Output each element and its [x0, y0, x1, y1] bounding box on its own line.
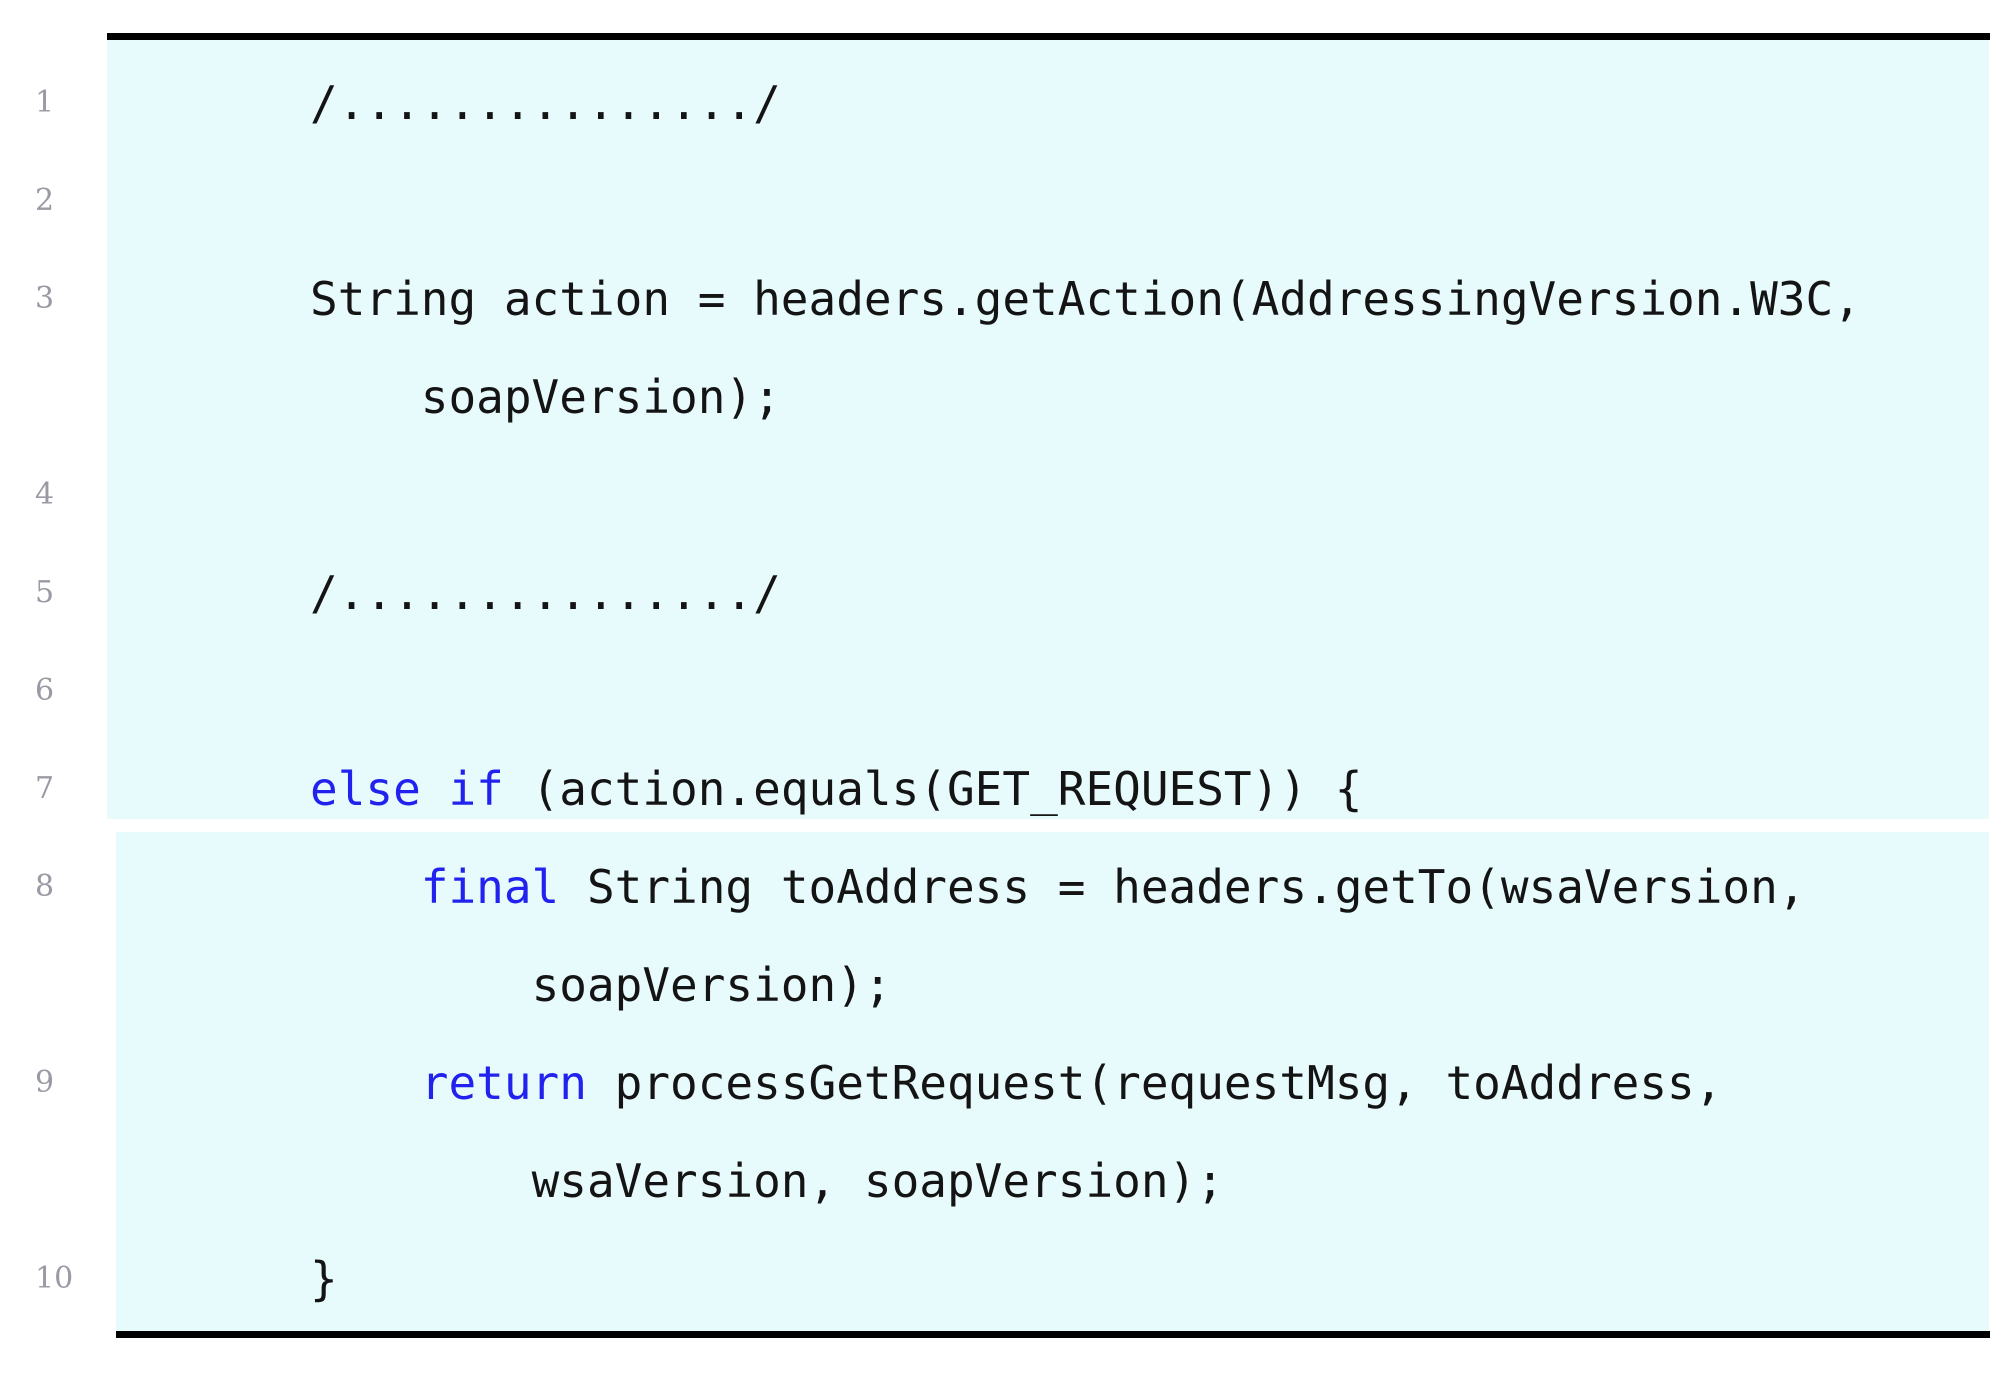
code-row: 3 String action = headers.getAction(Addre… — [0, 250, 2015, 348]
code-text: soapVersion); — [420, 370, 781, 424]
code-keyword: final — [420, 860, 560, 914]
top-rule — [107, 33, 1990, 40]
line-number: 1 — [35, 85, 55, 120]
code-row: 8 final String toAddress = headers.getTo… — [0, 838, 2015, 936]
code-text: String toAddress = headers.getTo(wsaVers… — [559, 860, 1806, 914]
code-keyword: else — [310, 762, 421, 816]
highlight-block-top — [107, 40, 1989, 819]
code-row: 6 — [0, 642, 2015, 740]
code-text: /.............../ — [310, 566, 781, 620]
code-row: 9 return processGetRequest(requestMsg, t… — [0, 1034, 2015, 1132]
line-number: 3 — [35, 281, 55, 316]
highlight-block-bottom — [116, 832, 1989, 1331]
code-rows: 1 /.............../ 2 3 String action = head… — [0, 54, 2015, 1328]
code-keyword: return — [420, 1056, 587, 1110]
code-text: soapVersion); — [531, 958, 892, 1012]
code-text: } — [310, 1252, 338, 1306]
line-number: 8 — [35, 869, 55, 904]
line-number: 5 — [35, 575, 55, 610]
code-row: 5 /.............../ — [0, 544, 2015, 642]
code-row: 1 /.............../ — [0, 54, 2015, 152]
code-text — [421, 762, 449, 816]
line-number: 6 — [35, 673, 55, 708]
line-number: 9 — [35, 1065, 55, 1100]
code-row: wsaVersion, soapVersion); — [0, 1132, 2015, 1230]
line-number: 2 — [35, 183, 55, 218]
bottom-rule — [116, 1331, 1990, 1338]
code-keyword: if — [448, 762, 504, 816]
code-text: String action = headers.getAction(Addres… — [310, 272, 1861, 326]
code-text: /.............../ — [310, 76, 781, 130]
line-number: 4 — [35, 477, 55, 512]
code-row: 7 else if (action.equals(GET_REQUEST)) { — [0, 740, 2015, 838]
line-number: 7 — [35, 771, 55, 806]
line-number: 10 — [35, 1261, 74, 1296]
code-text: wsaVersion, soapVersion); — [531, 1154, 1224, 1208]
code-text: processGetRequest(requestMsg, toAddress, — [586, 1056, 1723, 1110]
code-row: 10} — [0, 1230, 2015, 1328]
code-row: soapVersion); — [0, 936, 2015, 1034]
code-row: 2 — [0, 152, 2015, 250]
code-row: soapVersion); — [0, 348, 2015, 446]
code-text: (action.equals(GET_REQUEST)) { — [503, 762, 1363, 816]
code-row: 4 — [0, 446, 2015, 544]
